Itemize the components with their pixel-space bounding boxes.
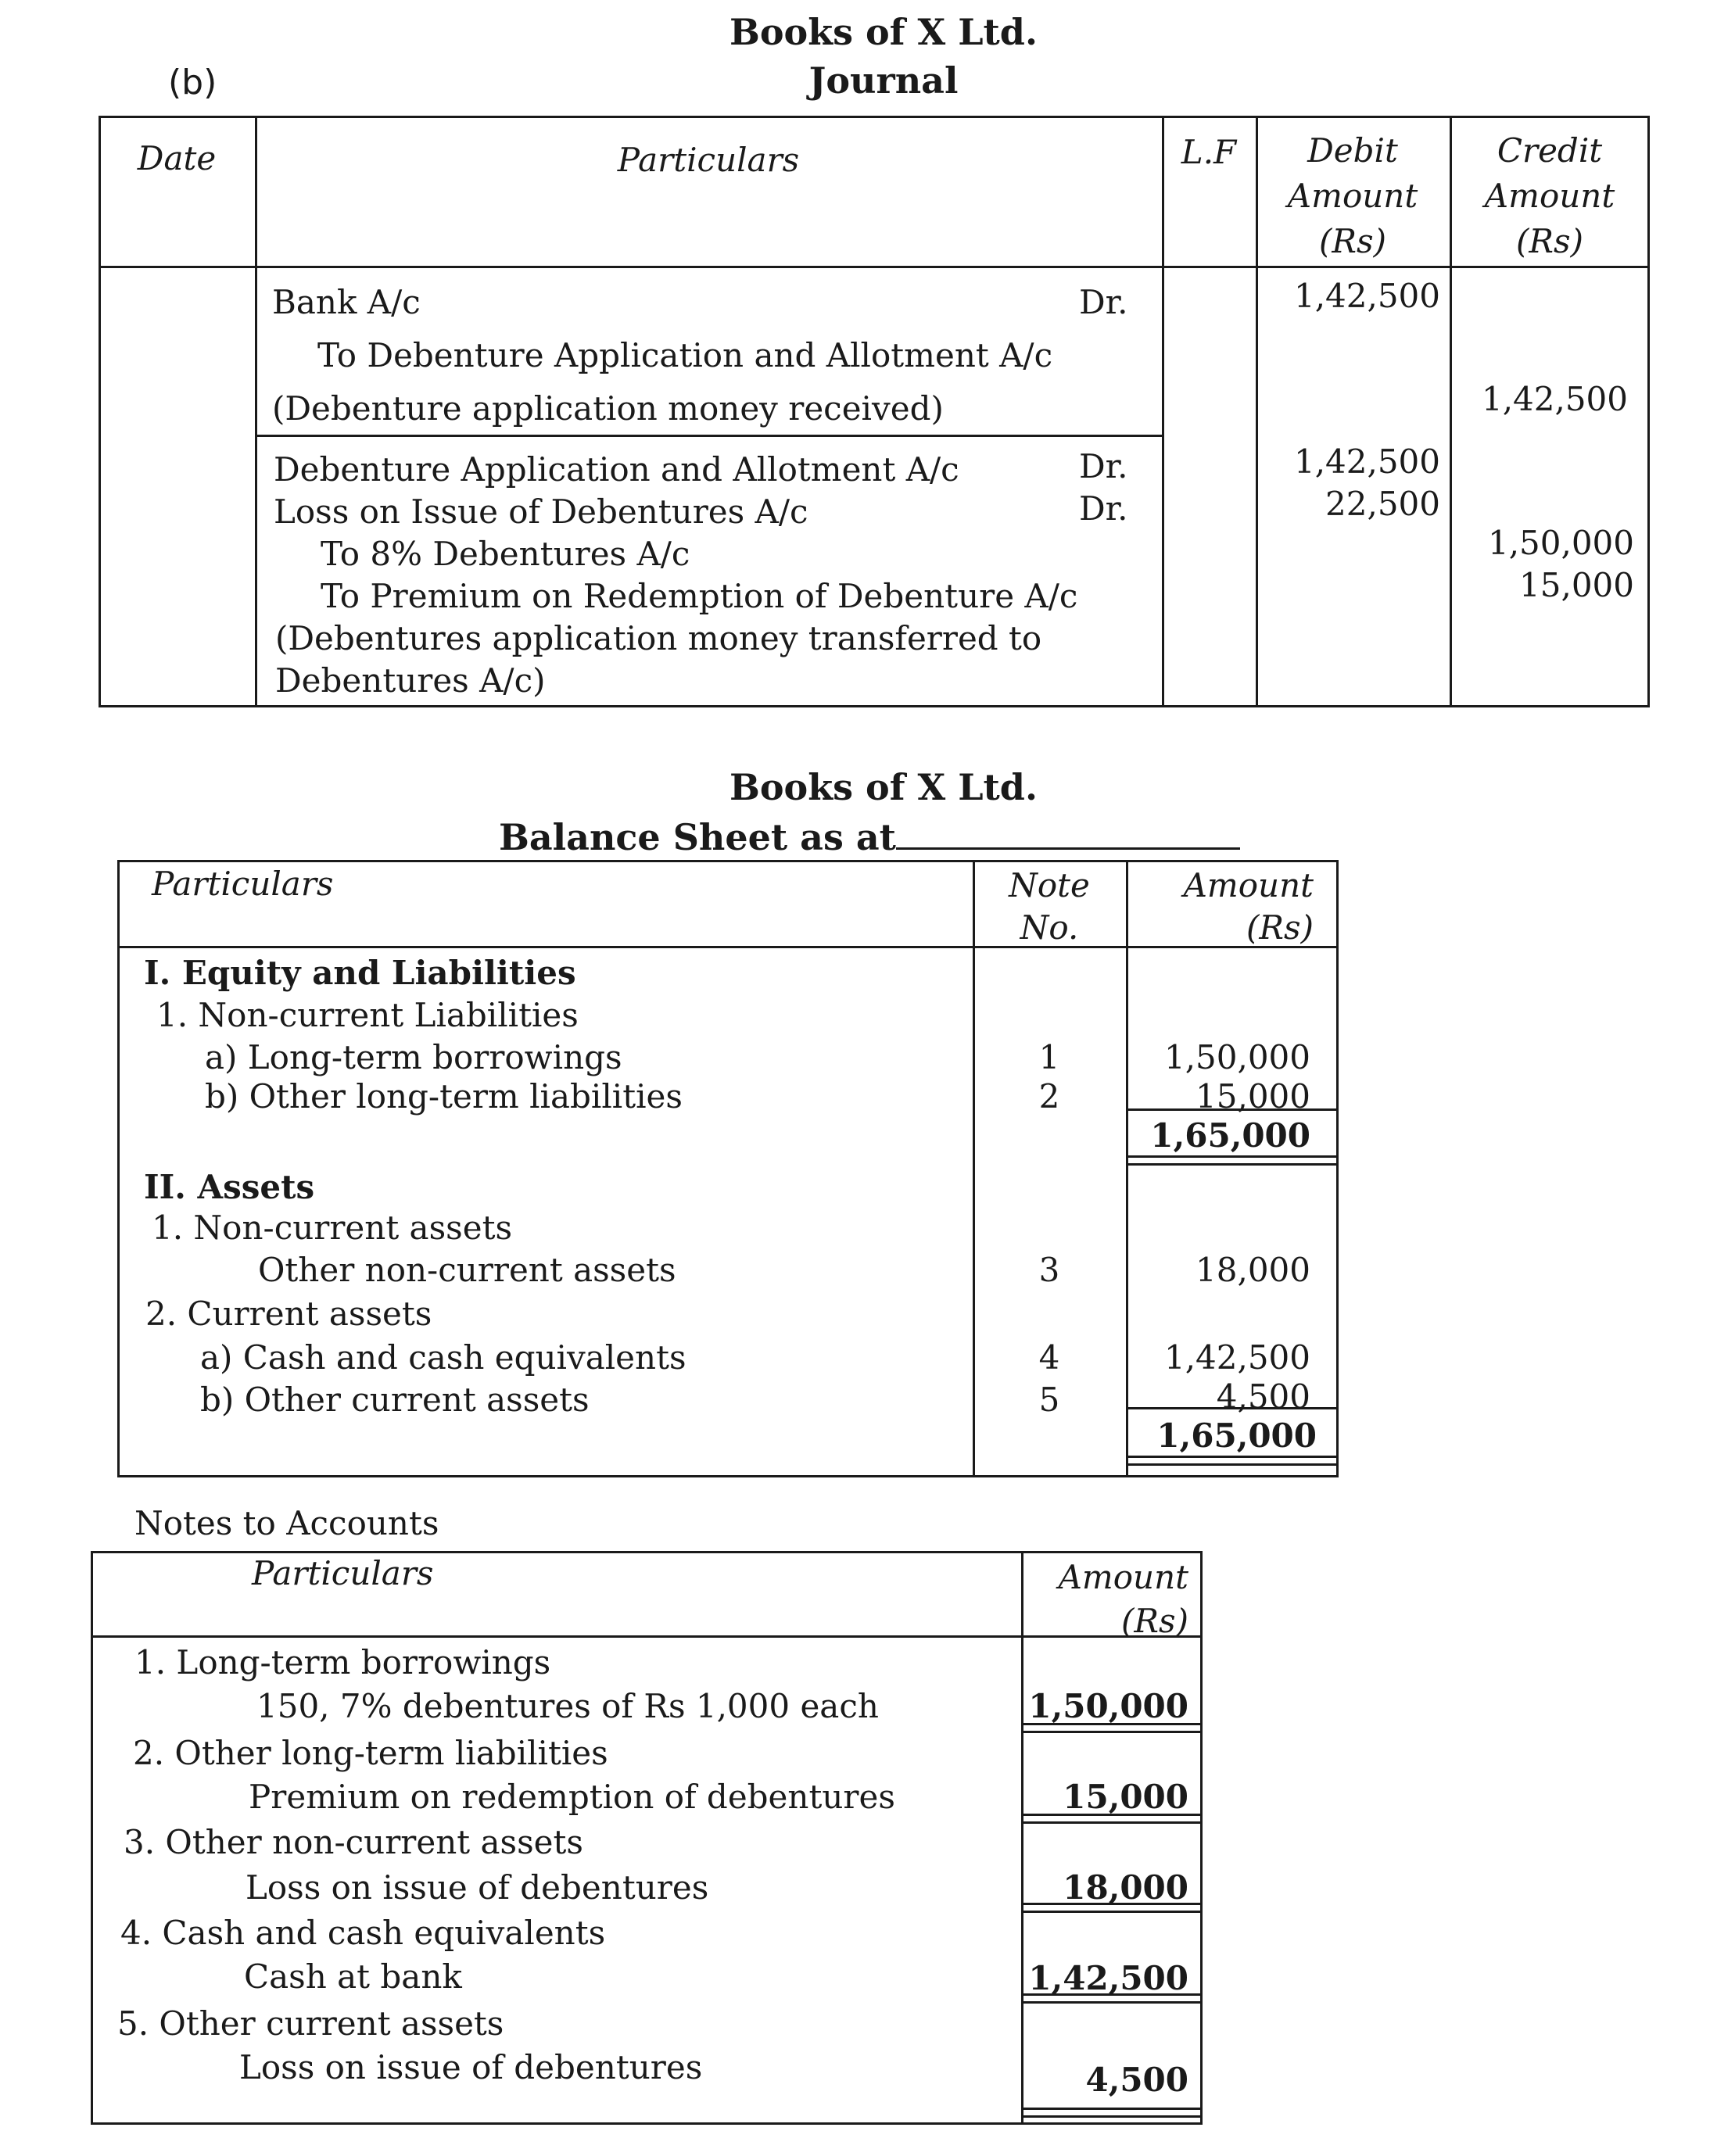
- bs-non-current-liabilities: 1. Non-current Liabilities: [156, 996, 579, 1034]
- entry2-narration-2: Debentures A/c): [275, 661, 546, 700]
- note-1-head: 1. Long-term borrowings: [134, 1643, 551, 1681]
- bs-other-long-term-liabilities: b) Other long-term liabilities: [205, 1077, 683, 1116]
- entry1-credit-account: To Debenture Application and Allotment A…: [317, 336, 1053, 374]
- notes-table: Particulars Amount (Rs) 1. Long-term bor…: [91, 1551, 1203, 2125]
- entry2-dr-1: Dr.: [1079, 447, 1128, 485]
- note-1-detail: 150, 7% debentures of Rs 1,000 each: [256, 1687, 879, 1725]
- note-1-amount: 1,50,000: [1028, 1687, 1188, 1725]
- note-3-detail: Loss on issue of debentures: [246, 1868, 709, 1907]
- entry2-dr-2: Dr.: [1079, 489, 1128, 528]
- entry2-credit-account-1: To 8% Debentures A/c: [321, 535, 690, 573]
- journal-title: Journal: [808, 59, 959, 102]
- bs-section-assets: II. Assets: [144, 1168, 315, 1206]
- bs-current-assets: 2. Current assets: [145, 1295, 432, 1333]
- note-4-detail: Cash at bank: [244, 1957, 462, 1996]
- bs-note-4: 4: [1038, 1338, 1060, 1377]
- bs-header-note: Note No.: [1009, 866, 1090, 947]
- notes-header-amount: Amount (Rs): [1058, 1558, 1188, 1640]
- bs-note-1: 1: [1038, 1038, 1060, 1076]
- entry2-debit-amount-2: 22,500: [1325, 485, 1440, 523]
- bs-header-amount: Amount (Rs): [1183, 866, 1314, 947]
- entry2-debit-amount-1: 1,42,500: [1293, 442, 1440, 481]
- note-2-detail: Premium on redemption of debentures: [249, 1778, 895, 1816]
- notes-title: Notes to Accounts: [134, 1504, 439, 1542]
- entry2-credit-amount-1: 1,50,000: [1487, 524, 1634, 562]
- bs-cash-equivalents-amount: 1,42,500: [1163, 1338, 1310, 1377]
- bs-header-particulars: Particulars: [152, 865, 334, 903]
- entry1-debit-amount: 1,42,500: [1293, 277, 1440, 315]
- note-2-head: 2. Other long-term liabilities: [133, 1734, 608, 1772]
- entry2-credit-amount-2: 15,000: [1519, 566, 1634, 604]
- entry2-debit-account-1: Debenture Application and Allotment A/c: [274, 450, 959, 489]
- bs-date-blank: [895, 816, 1240, 850]
- part-label: (b): [168, 63, 217, 102]
- note-3-amount: 18,000: [1063, 1868, 1188, 1907]
- bs-non-current-assets: 1. Non-current assets: [152, 1209, 512, 1247]
- bs-title-books: Books of X Ltd.: [729, 766, 1038, 808]
- bs-other-non-current-assets-amount: 18,000: [1196, 1251, 1310, 1289]
- note-3-head: 3. Other non-current assets: [124, 1823, 583, 1861]
- bs-section-equity-liabilities: I. Equity and Liabilities: [144, 954, 576, 992]
- bs-title: Balance Sheet as at: [499, 816, 1240, 858]
- entry1-narration: (Debenture application money received): [272, 389, 944, 428]
- bs-total-assets: 1,65,000: [1156, 1416, 1317, 1455]
- note-2-amount: 15,000: [1063, 1778, 1188, 1816]
- bs-long-term-borrowings-amount: 1,50,000: [1163, 1038, 1310, 1076]
- header-lf: L.F: [1181, 133, 1237, 171]
- entry1-credit-amount: 1,42,500: [1481, 380, 1628, 418]
- note-4-head: 4. Cash and cash equivalents: [120, 1914, 606, 1952]
- bs-other-long-term-liabilities-amount: 15,000: [1196, 1077, 1310, 1116]
- entry1-debit-account: Bank A/c: [272, 283, 421, 321]
- bs-total-equity-liabilities: 1,65,000: [1150, 1116, 1310, 1155]
- bs-note-2: 2: [1038, 1077, 1060, 1116]
- bs-long-term-borrowings: a) Long-term borrowings: [205, 1038, 622, 1076]
- header-credit: Credit Amount (Rs): [1484, 131, 1615, 260]
- entry2-credit-account-2: To Premium on Redemption of Debenture A/…: [321, 577, 1078, 615]
- entry2-debit-account-2: Loss on Issue of Debentures A/c: [274, 492, 808, 531]
- header-particulars: Particulars: [617, 141, 800, 179]
- journal-title-books: Books of X Ltd.: [729, 11, 1038, 53]
- header-debit: Debit Amount (Rs): [1287, 131, 1418, 260]
- journal-table: Date Particulars L.F Debit Amount (Rs) C…: [99, 116, 1650, 707]
- header-date: Date: [137, 139, 217, 177]
- note-5-amount: 4,500: [1085, 2061, 1188, 2099]
- balance-sheet-table: Particulars Note No. Amount (Rs) I. Equi…: [117, 860, 1339, 1477]
- bs-note-3: 3: [1038, 1251, 1060, 1289]
- bs-other-non-current-assets: Other non-current assets: [258, 1251, 676, 1289]
- bs-other-current-assets: b) Other current assets: [200, 1381, 590, 1419]
- entry2-narration-1: (Debentures application money transferre…: [275, 619, 1042, 657]
- bs-note-5: 5: [1038, 1381, 1060, 1419]
- note-5-head: 5. Other current assets: [117, 2004, 504, 2043]
- bs-cash-equivalents: a) Cash and cash equivalents: [200, 1338, 686, 1377]
- bs-other-current-assets-amount: 4,500: [1216, 1377, 1310, 1416]
- note-5-detail: Loss on issue of debentures: [239, 2048, 703, 2086]
- note-4-amount: 1,42,500: [1028, 1959, 1188, 1997]
- notes-header-particulars: Particulars: [252, 1554, 434, 1592]
- entry1-dr: Dr.: [1079, 283, 1128, 321]
